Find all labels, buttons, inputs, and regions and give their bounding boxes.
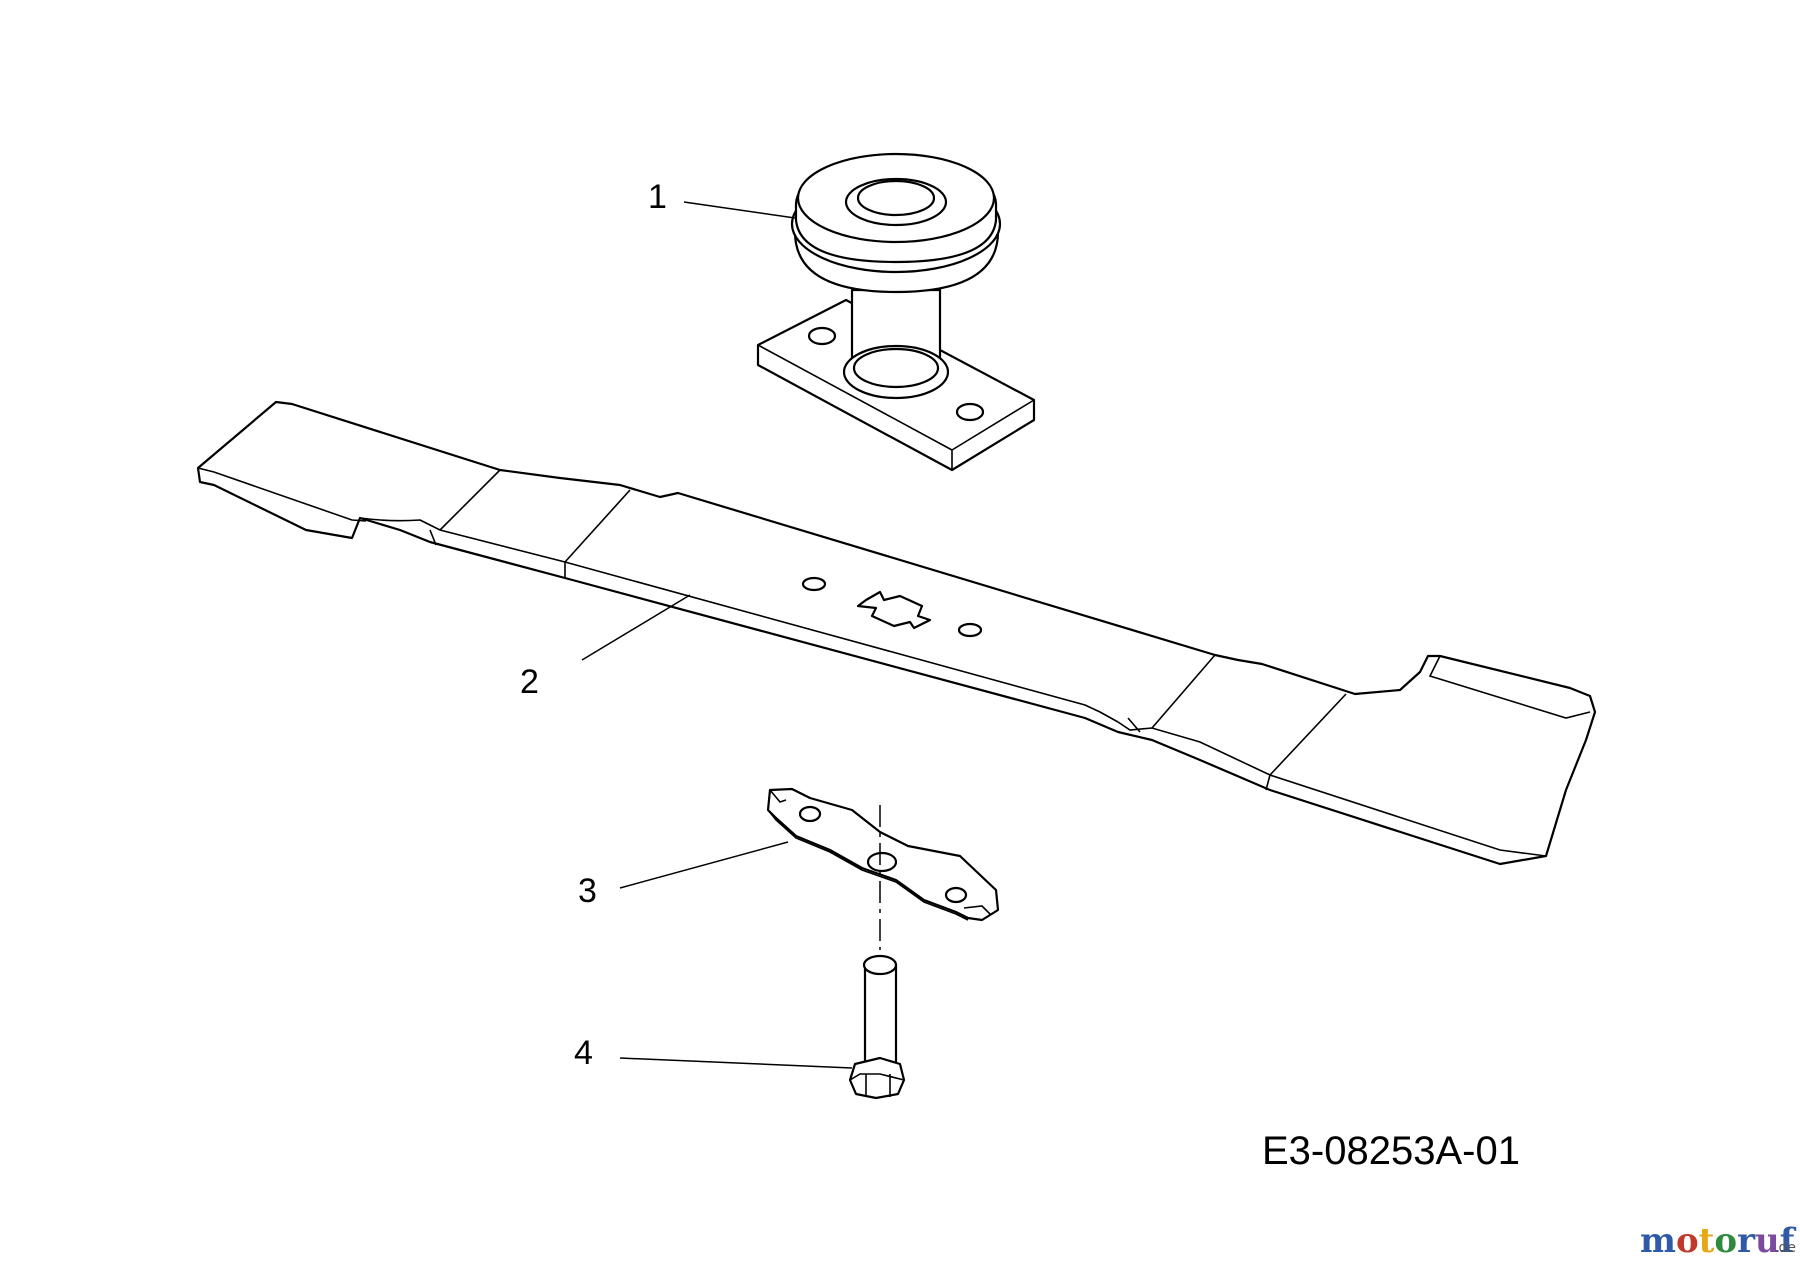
svg-text:motoruf: motoruf (1640, 1221, 1797, 1261)
leader-line-3 (619, 841, 789, 889)
leader-line-2 (581, 594, 691, 661)
svg-text:.de: .de (1774, 1240, 1796, 1256)
callout-1[interactable]: 1 (648, 178, 667, 216)
drawing-code: E3-08253A-01 (1262, 1129, 1520, 1173)
callout-2[interactable]: 2 (520, 663, 539, 701)
callout-3[interactable]: 3 (578, 872, 597, 910)
blade-bolt[interactable] (848, 954, 906, 1100)
mower-blade[interactable] (196, 400, 1597, 866)
leader-line-1 (683, 201, 796, 219)
leader-line-4 (619, 1057, 853, 1069)
spindle-pulley[interactable] (756, 152, 1036, 472)
blade-adapter[interactable] (766, 787, 1000, 922)
callout-4[interactable]: 4 (574, 1034, 593, 1072)
motoruf-watermark-logo: motoruf .de (1640, 1221, 1797, 1261)
